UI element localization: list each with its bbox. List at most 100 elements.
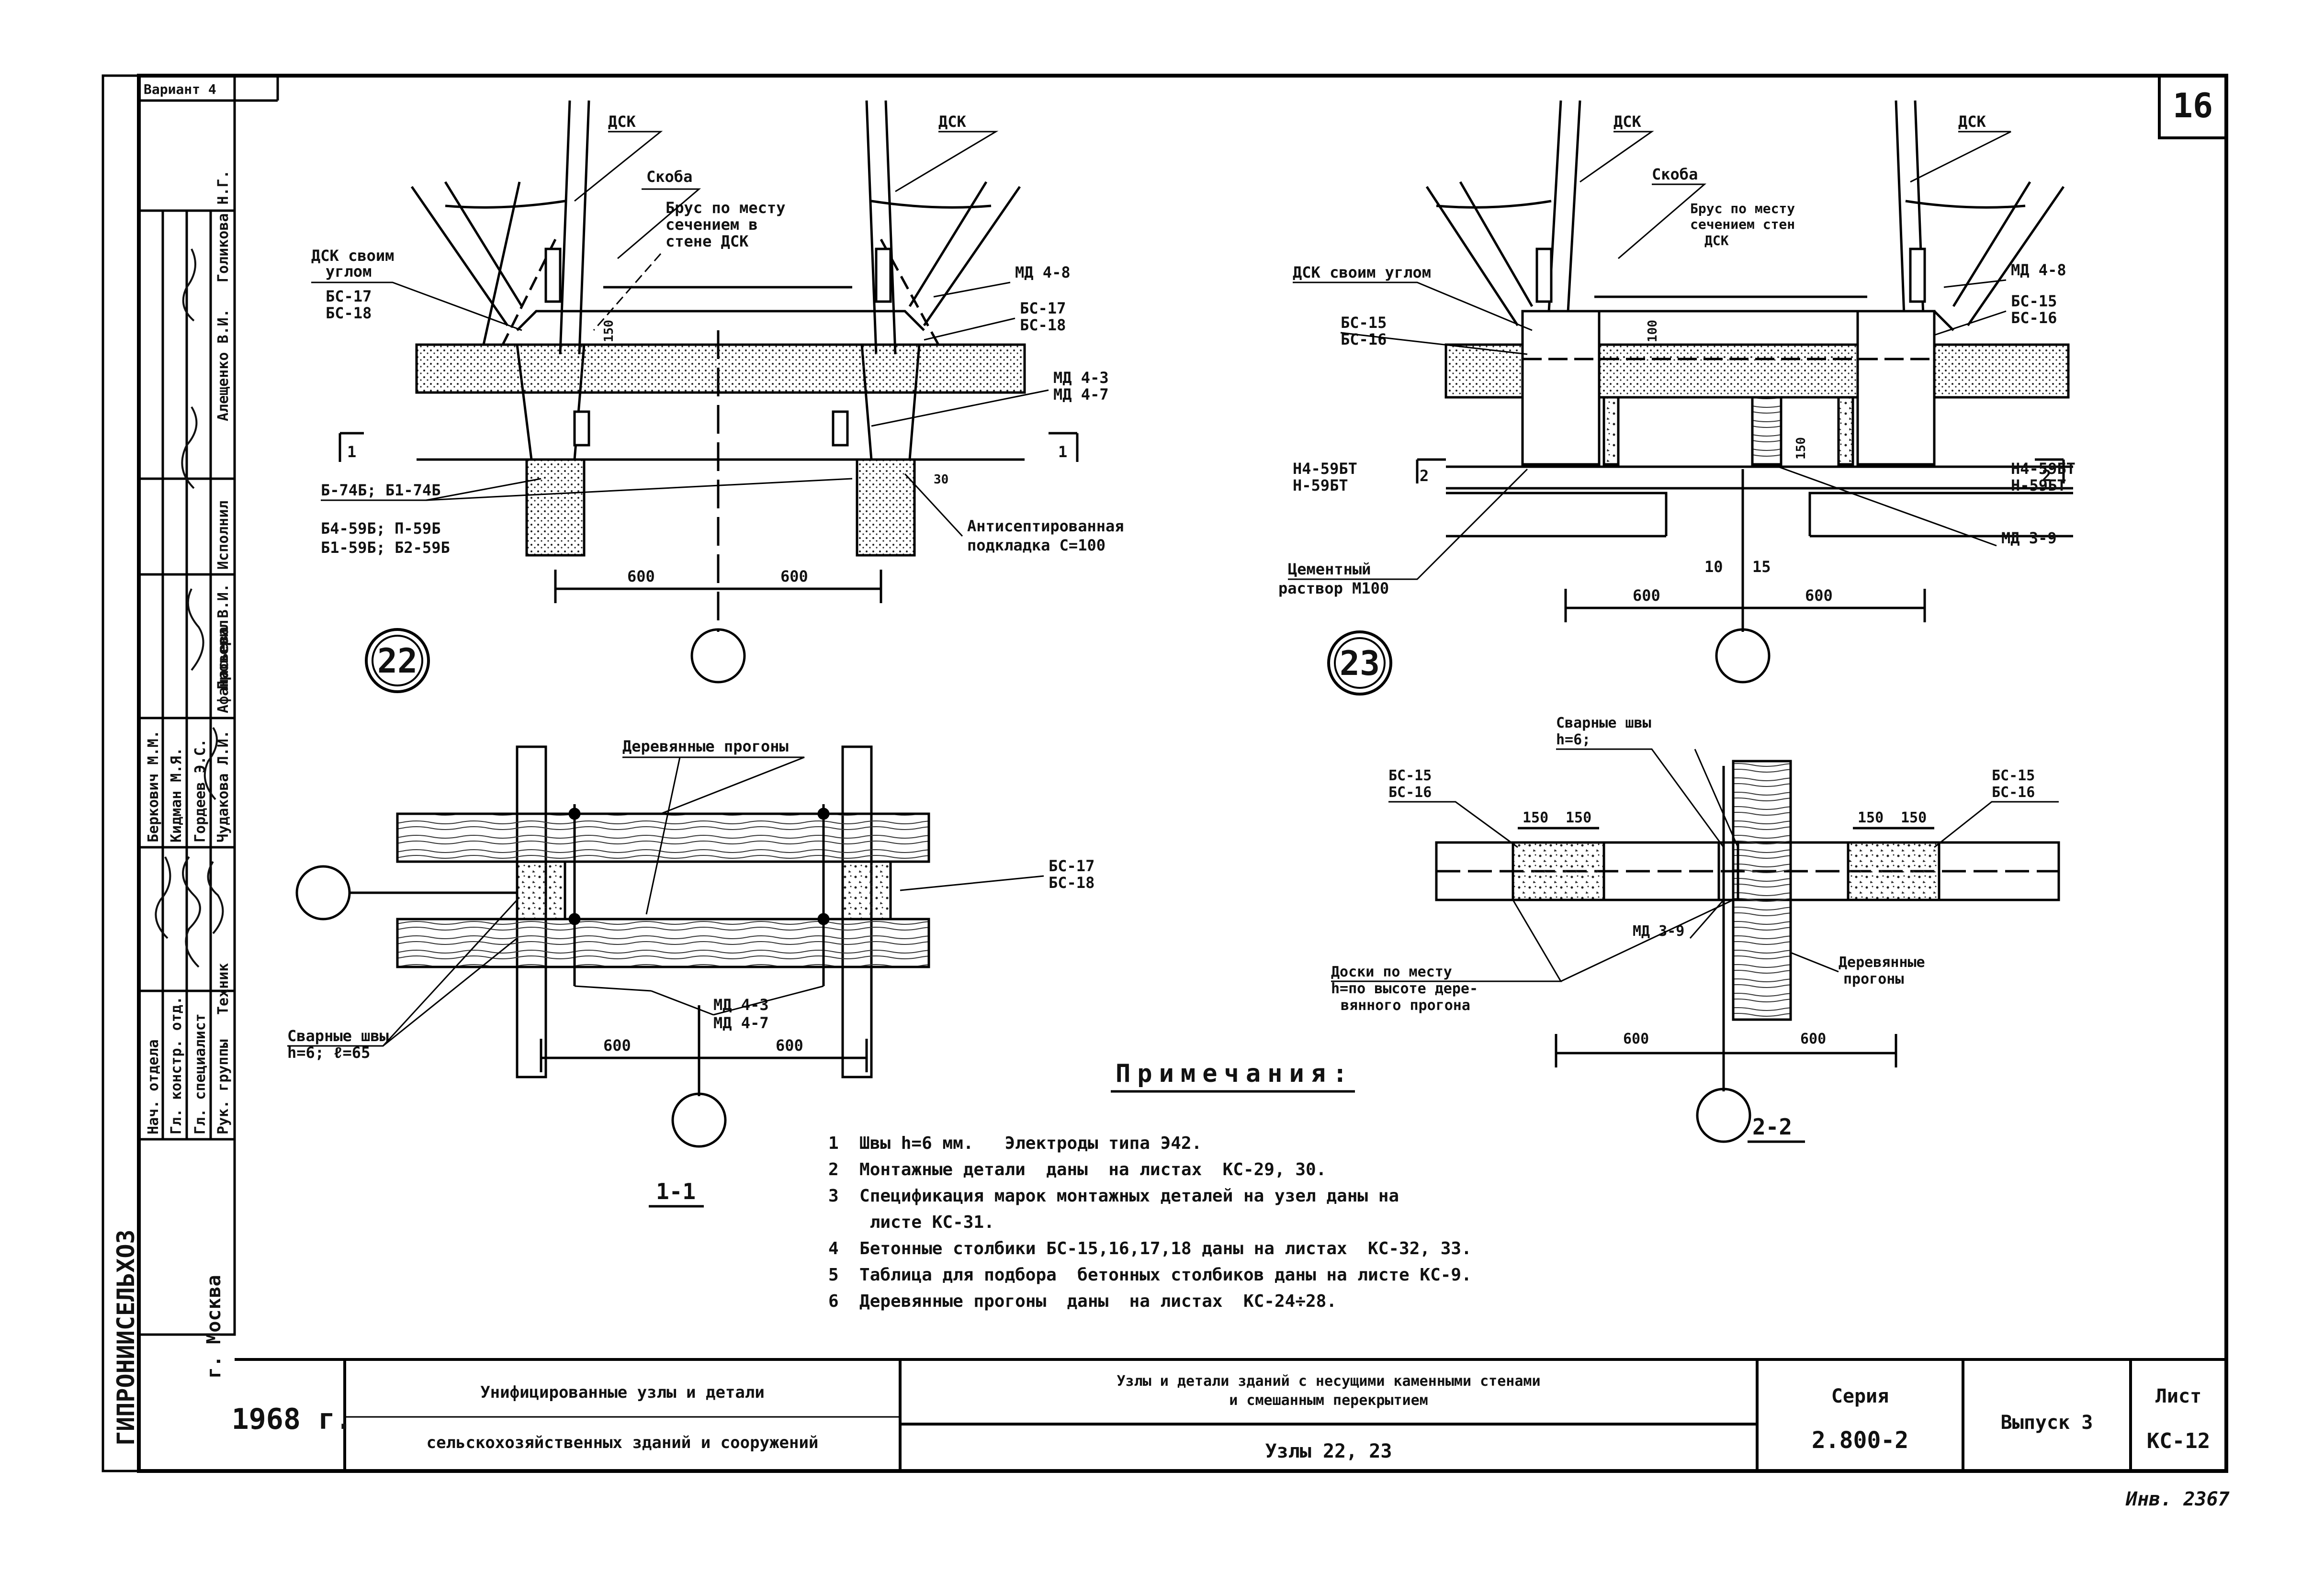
svg-text:Узлы и детали зданий с несущим: Узлы и детали зданий с несущими каменным… bbox=[1117, 1373, 1540, 1390]
node-23-labels: ДСК ДСК Скоба Брус по месту сечением сте… bbox=[1278, 112, 2076, 605]
svg-text:МД 4-8: МД 4-8 bbox=[2011, 261, 2066, 279]
sheet-code: КС-12 bbox=[2147, 1429, 2210, 1453]
svg-text:Н-59БТ: Н-59БТ bbox=[1293, 476, 1348, 494]
svg-text:Афанасьева В.И.: Афанасьева В.И. bbox=[215, 584, 232, 713]
svg-text:Гордеев Э.С.: Гордеев Э.С. bbox=[192, 739, 209, 842]
svg-text:Деревянные прогоны: Деревянные прогоны bbox=[622, 737, 789, 755]
notes-title: Примечания: bbox=[1116, 1059, 1354, 1088]
section-1-1-labels: Деревянные прогоны БС-17 БС-18 МД 4-3 МД… bbox=[287, 737, 1094, 1204]
institute-name: ГИПРОНИИСЕЛЬХОЗ bbox=[112, 1229, 140, 1446]
svg-text:БС-18: БС-18 bbox=[1049, 874, 1094, 892]
inventory-number: Инв. 2367 bbox=[2125, 1488, 2230, 1510]
svg-text:БС-17: БС-17 bbox=[1020, 299, 1066, 317]
svg-text:1: 1 bbox=[1058, 443, 1067, 461]
svg-text:БС-18: БС-18 bbox=[1020, 316, 1066, 334]
svg-text:Унифицированные узлы и детали: Унифицированные узлы и детали bbox=[480, 1383, 765, 1402]
svg-text:сельскохозяйственных зданий и: сельскохозяйственных зданий и сооружений bbox=[427, 1433, 819, 1452]
svg-text:стене ДСК: стене ДСК bbox=[666, 232, 749, 250]
svg-text:подкладка С=100: подкладка С=100 bbox=[967, 536, 1106, 554]
svg-text:Алещенко В.И.: Алещенко В.И. bbox=[215, 309, 232, 421]
svg-text:БС-16: БС-16 bbox=[1992, 784, 2035, 801]
svg-text:Лист: Лист bbox=[2155, 1385, 2201, 1407]
left-margin bbox=[102, 74, 279, 1472]
svg-text:БС-16: БС-16 bbox=[2011, 309, 2057, 327]
svg-text:2: 2 bbox=[2042, 467, 2051, 485]
svg-text:600: 600 bbox=[603, 1036, 631, 1055]
svg-text:1 Швы h=6 мм. Электроды тип: 1 Швы h=6 мм. Электроды типа Э42. bbox=[828, 1134, 1202, 1153]
svg-text:15: 15 bbox=[1752, 558, 1771, 576]
svg-text:600: 600 bbox=[627, 567, 655, 585]
svg-text:Чудакова Л.И.: Чудакова Л.И. bbox=[215, 730, 232, 842]
svg-text:2 Монтажные детали даны на: 2 Монтажные детали даны на листах КС-29,… bbox=[828, 1160, 1326, 1179]
svg-text:150: 150 bbox=[1858, 809, 1884, 826]
year: 1968 г. bbox=[232, 1403, 353, 1436]
svg-text:МД 4-7: МД 4-7 bbox=[713, 1014, 769, 1032]
svg-text:сечением стен: сечением стен bbox=[1690, 216, 1795, 232]
svg-text:МД 4-7: МД 4-7 bbox=[1053, 385, 1109, 404]
section-1-1-drawing bbox=[295, 745, 930, 1148]
svg-text:углом: углом bbox=[326, 262, 372, 281]
svg-text:h=по высоте дере-: h=по высоте дере- bbox=[1331, 980, 1478, 997]
svg-text:600: 600 bbox=[776, 1036, 803, 1055]
svg-text:Б4-59Б; П-59Б: Б4-59Б; П-59Б bbox=[321, 519, 440, 538]
sheet-number: 16 bbox=[2173, 86, 2213, 125]
svg-text:2: 2 bbox=[1420, 467, 1429, 485]
institute-city: г. Москва bbox=[203, 1275, 225, 1379]
svg-text:ДСК своим: ДСК своим bbox=[311, 247, 394, 265]
format-stamp: Вариант 4 bbox=[144, 81, 216, 97]
svg-text:100: 100 bbox=[1646, 320, 1660, 342]
svg-text:Голикова Н.Г.: Голикова Н.Г. bbox=[215, 170, 232, 282]
svg-text:Гл. констр. отд.: Гл. констр. отд. bbox=[168, 996, 185, 1134]
svg-text:150: 150 bbox=[1901, 809, 1927, 826]
node-22-drawing bbox=[338, 100, 1079, 684]
svg-text:600: 600 bbox=[1633, 586, 1660, 605]
svg-text:10: 10 bbox=[1704, 558, 1723, 576]
sheet-number-box bbox=[2158, 74, 2228, 139]
svg-text:Антисептированная: Антисептированная bbox=[967, 517, 1124, 535]
svg-text:ДСК своим углом: ДСК своим углом bbox=[1293, 263, 1431, 281]
svg-text:6 Деревянные прогоны даны н: 6 Деревянные прогоны даны на листах КС-2… bbox=[828, 1291, 1337, 1311]
svg-text:Доски по месту: Доски по месту bbox=[1331, 964, 1452, 980]
svg-text:Скоба: Скоба bbox=[1652, 165, 1698, 183]
node-23-leaders bbox=[1288, 131, 2011, 580]
svg-text:150: 150 bbox=[1794, 437, 1808, 460]
svg-text:ДСК: ДСК bbox=[938, 112, 967, 131]
node-22-circle bbox=[365, 628, 430, 693]
title-block-text: 1968 г. Унифицированные узлы и детали се… bbox=[232, 1373, 2211, 1462]
issue: Выпуск 3 bbox=[2001, 1412, 2093, 1434]
svg-text:Исполнил: Исполнил bbox=[215, 501, 232, 570]
svg-text:БС-15: БС-15 bbox=[1341, 314, 1387, 332]
svg-text:Сварные швы: Сварные швы bbox=[1556, 715, 1651, 731]
section-1-1-title: 1-1 bbox=[656, 1179, 696, 1204]
nodes-title: Узлы 22, 23 bbox=[1265, 1440, 1392, 1462]
svg-text:ДСК: ДСК bbox=[1958, 112, 1986, 131]
svg-text:МД 4-8: МД 4-8 bbox=[1015, 263, 1071, 281]
svg-text:600: 600 bbox=[780, 567, 808, 585]
svg-text:Н4-59БТ: Н4-59БТ bbox=[1293, 460, 1357, 478]
svg-text:5 Таблица для подбора бетонн: 5 Таблица для подбора бетонных столбиков… bbox=[828, 1265, 1472, 1285]
signatures bbox=[155, 248, 224, 968]
section-2-2-drawing bbox=[1435, 760, 2060, 1143]
svg-text:150: 150 bbox=[1566, 809, 1591, 826]
svg-text:Деревянные: Деревянные bbox=[1839, 954, 1925, 971]
svg-text:прогоны: прогоны bbox=[1843, 971, 1904, 988]
svg-text:Техник: Техник bbox=[215, 963, 232, 1015]
svg-text:ДСК: ДСК bbox=[1613, 112, 1642, 131]
svg-text:Кидман М.Я.: Кидман М.Я. bbox=[168, 747, 185, 842]
node-22-label: 22 bbox=[377, 641, 417, 681]
svg-text:Серия: Серия bbox=[1831, 1385, 1889, 1407]
svg-text:Сварные швы: Сварные швы bbox=[287, 1027, 389, 1045]
svg-text:БС-17: БС-17 bbox=[1049, 857, 1094, 875]
svg-text:3 Спецификация марок монтажны: 3 Спецификация марок монтажных деталей н… bbox=[828, 1186, 1399, 1206]
svg-text:30: 30 bbox=[934, 472, 948, 487]
svg-text:МД 4-3: МД 4-3 bbox=[713, 996, 769, 1014]
svg-text:150: 150 bbox=[1523, 809, 1548, 826]
svg-text:МД 4-3: МД 4-3 bbox=[1053, 369, 1109, 387]
svg-text:и смешанным перекрытием: и смешанным перекрытием bbox=[1229, 1392, 1428, 1409]
svg-text:МД 3-9: МД 3-9 bbox=[1633, 923, 1684, 940]
svg-text:вянного прогона: вянного прогона bbox=[1341, 997, 1470, 1014]
svg-text:Цементный: Цементный bbox=[1288, 560, 1371, 578]
svg-text:БС-15: БС-15 bbox=[1388, 767, 1432, 784]
svg-text:Гл. специалист: Гл. специалист bbox=[192, 1013, 209, 1134]
section-2-2-labels: Сварные швы h=6; БС-15 БС-16 БС-15 БС-16… bbox=[1331, 715, 2035, 1140]
